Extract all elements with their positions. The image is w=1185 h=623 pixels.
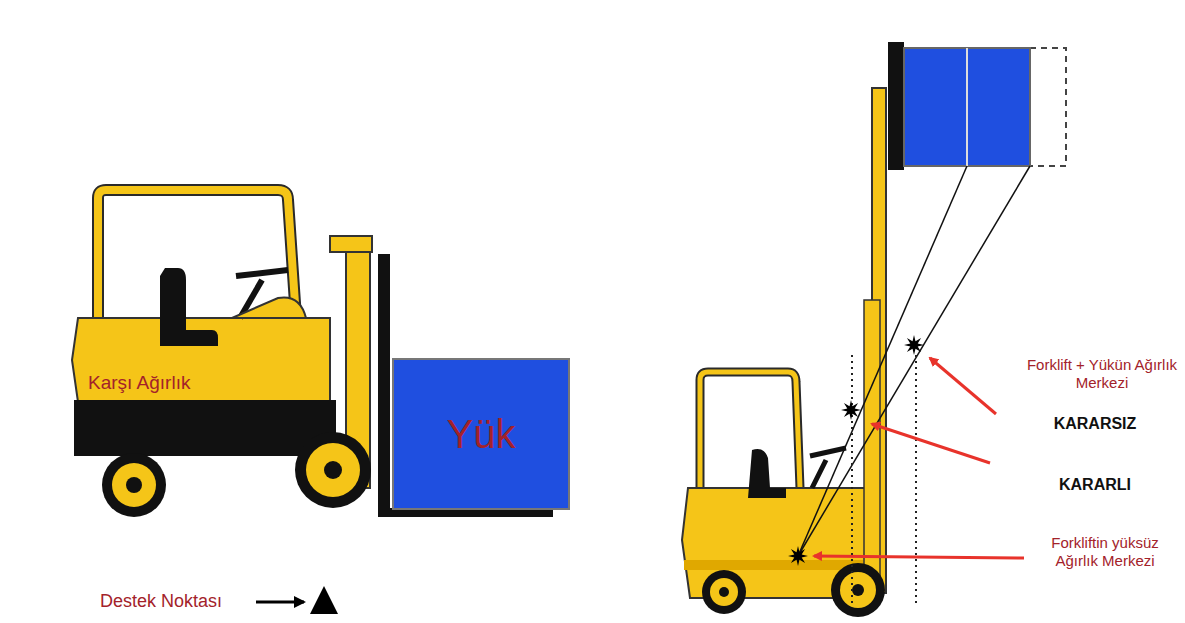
empty-center-label: Forkliftin yüksüz Ağırlık Merkezi xyxy=(1030,534,1180,570)
pointer-arrow xyxy=(814,556,1024,558)
pointer-arrow xyxy=(872,424,990,463)
counterweight-label: Karşı Ağırlık xyxy=(88,372,248,395)
left-forklift xyxy=(160,268,218,346)
left-forklift xyxy=(324,461,342,479)
pointer-arrow xyxy=(930,358,996,414)
gravity-center-star xyxy=(788,335,924,566)
right-forklift xyxy=(702,570,746,614)
right-forklift xyxy=(812,460,826,488)
stable-label: KARARLI xyxy=(1040,475,1150,494)
right-forklift xyxy=(710,578,738,606)
right-forklift xyxy=(810,448,846,456)
combined-center-label: Forklift + Yükün Ağırlık Merkezi xyxy=(1023,356,1181,392)
gravity-lines xyxy=(798,166,967,556)
right-forklift xyxy=(682,42,1066,617)
gravity-center-star xyxy=(788,546,808,566)
gravity-lines xyxy=(798,166,1030,556)
load-label: Yük xyxy=(447,412,516,457)
right-forklift xyxy=(852,584,864,596)
gravity-lines xyxy=(915,355,917,605)
left-forklift xyxy=(74,400,336,456)
right-forklift xyxy=(700,372,800,490)
left-forklift xyxy=(98,190,296,320)
pointer-arrow xyxy=(814,358,1024,558)
gravity-lines xyxy=(851,355,853,605)
right-forklift xyxy=(719,587,729,597)
load-box: Yük xyxy=(392,358,570,510)
fulcrum xyxy=(256,601,304,604)
right-forklift xyxy=(840,572,876,608)
left-forklift xyxy=(306,443,360,497)
left-forklift xyxy=(102,453,166,517)
right-forklift xyxy=(1030,48,1066,166)
gravity-center-star xyxy=(904,335,924,355)
left-forklift xyxy=(236,270,288,276)
gravity-lines xyxy=(798,166,1030,605)
gravity-center-star xyxy=(841,400,861,420)
right-forklift xyxy=(966,48,968,166)
left-forklift xyxy=(98,190,296,320)
fulcrum xyxy=(256,586,338,614)
left-forklift xyxy=(232,297,306,318)
right-forklift xyxy=(831,563,885,617)
left-forklift xyxy=(330,236,372,252)
left-forklift xyxy=(295,432,371,508)
left-forklift xyxy=(126,477,142,493)
left-forklift xyxy=(112,463,156,507)
fulcrum-label: Destek Noktası xyxy=(100,591,250,613)
right-forklift xyxy=(864,300,880,590)
left-forklift xyxy=(378,254,390,516)
right-forklift xyxy=(888,42,904,170)
right-forklift xyxy=(904,48,1030,166)
right-forklift xyxy=(700,372,800,490)
unstable-label: KARARSIZ xyxy=(1030,414,1160,433)
fulcrum xyxy=(310,586,338,614)
right-forklift xyxy=(748,449,786,498)
